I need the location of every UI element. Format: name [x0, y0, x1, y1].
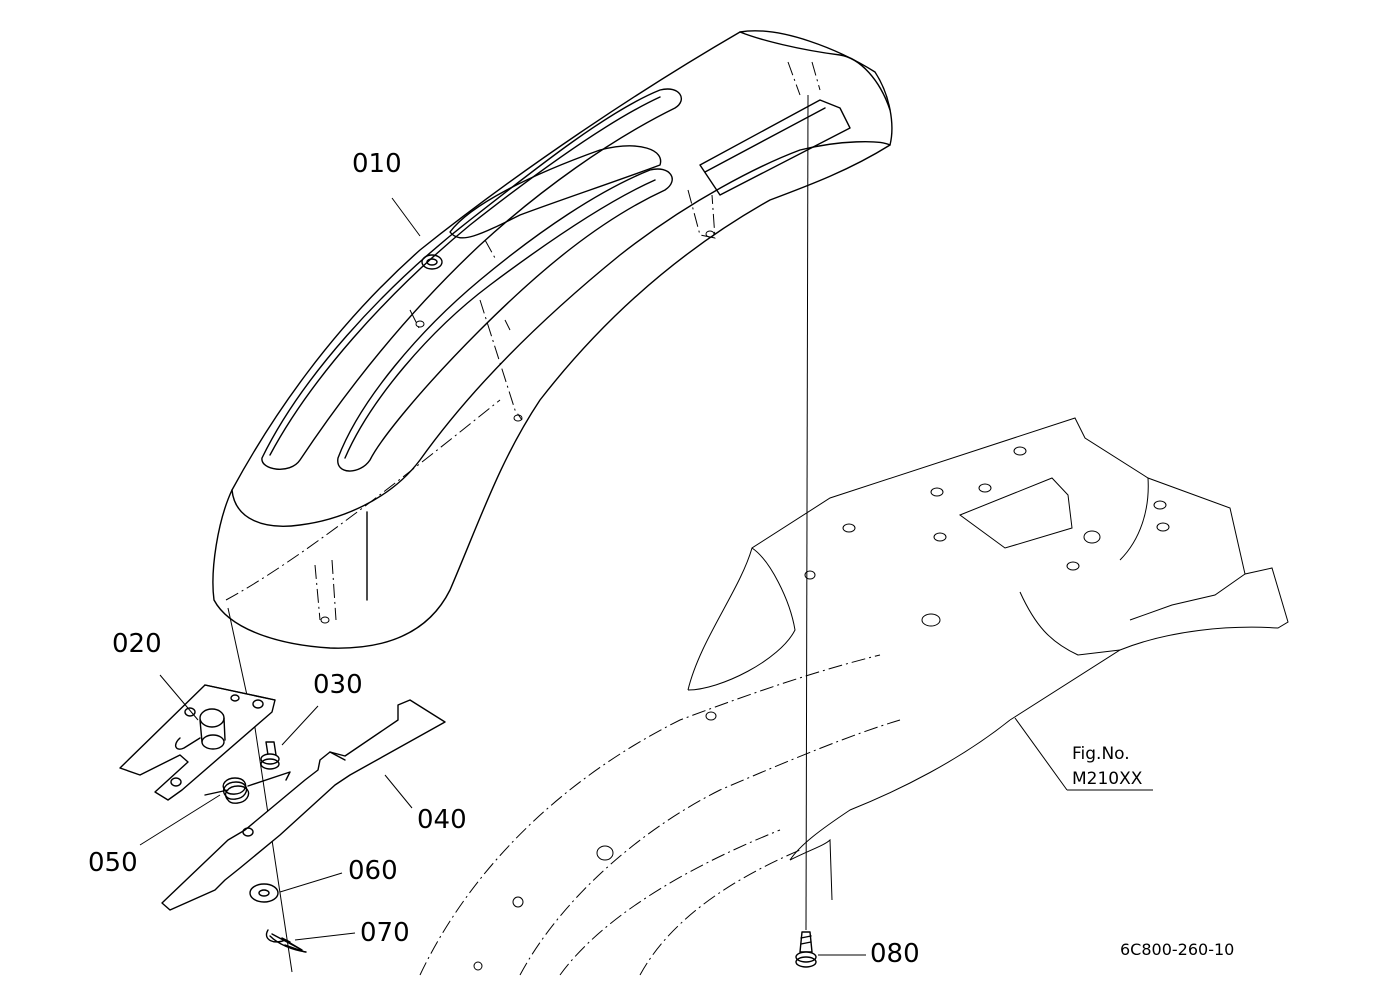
- part-060-washer: [249, 883, 279, 903]
- fig-no-label: Fig.No.: [1072, 744, 1130, 764]
- callout-labels: 010 020 030 040 050 060 070 080: [88, 149, 920, 969]
- part-020-plate: [119, 684, 276, 801]
- callout-010: 010: [352, 149, 402, 179]
- part-080-screw: [795, 931, 817, 968]
- part-030-bolt: [260, 741, 280, 770]
- part-070-pin: [265, 929, 307, 953]
- callout-040: 040: [417, 805, 467, 835]
- callout-070: 070: [360, 918, 410, 948]
- callout-080: 080: [870, 939, 920, 969]
- fender-frame: [419, 417, 1289, 976]
- drawing-code: 6C800-260-10: [1120, 940, 1234, 959]
- fig-no-number: M210XX: [1072, 769, 1143, 789]
- part-050-spring: [204, 771, 291, 804]
- callout-050: 050: [88, 848, 138, 878]
- part-040-lever: [161, 699, 446, 911]
- figure-reference: Fig.No. M210XX 6C800-260-10: [1072, 744, 1234, 959]
- leader-lines: [139, 197, 1153, 956]
- callout-060: 060: [348, 856, 398, 886]
- callout-020: 020: [112, 629, 162, 659]
- callout-030: 030: [313, 670, 363, 700]
- part-010-fender-cover: [212, 30, 893, 649]
